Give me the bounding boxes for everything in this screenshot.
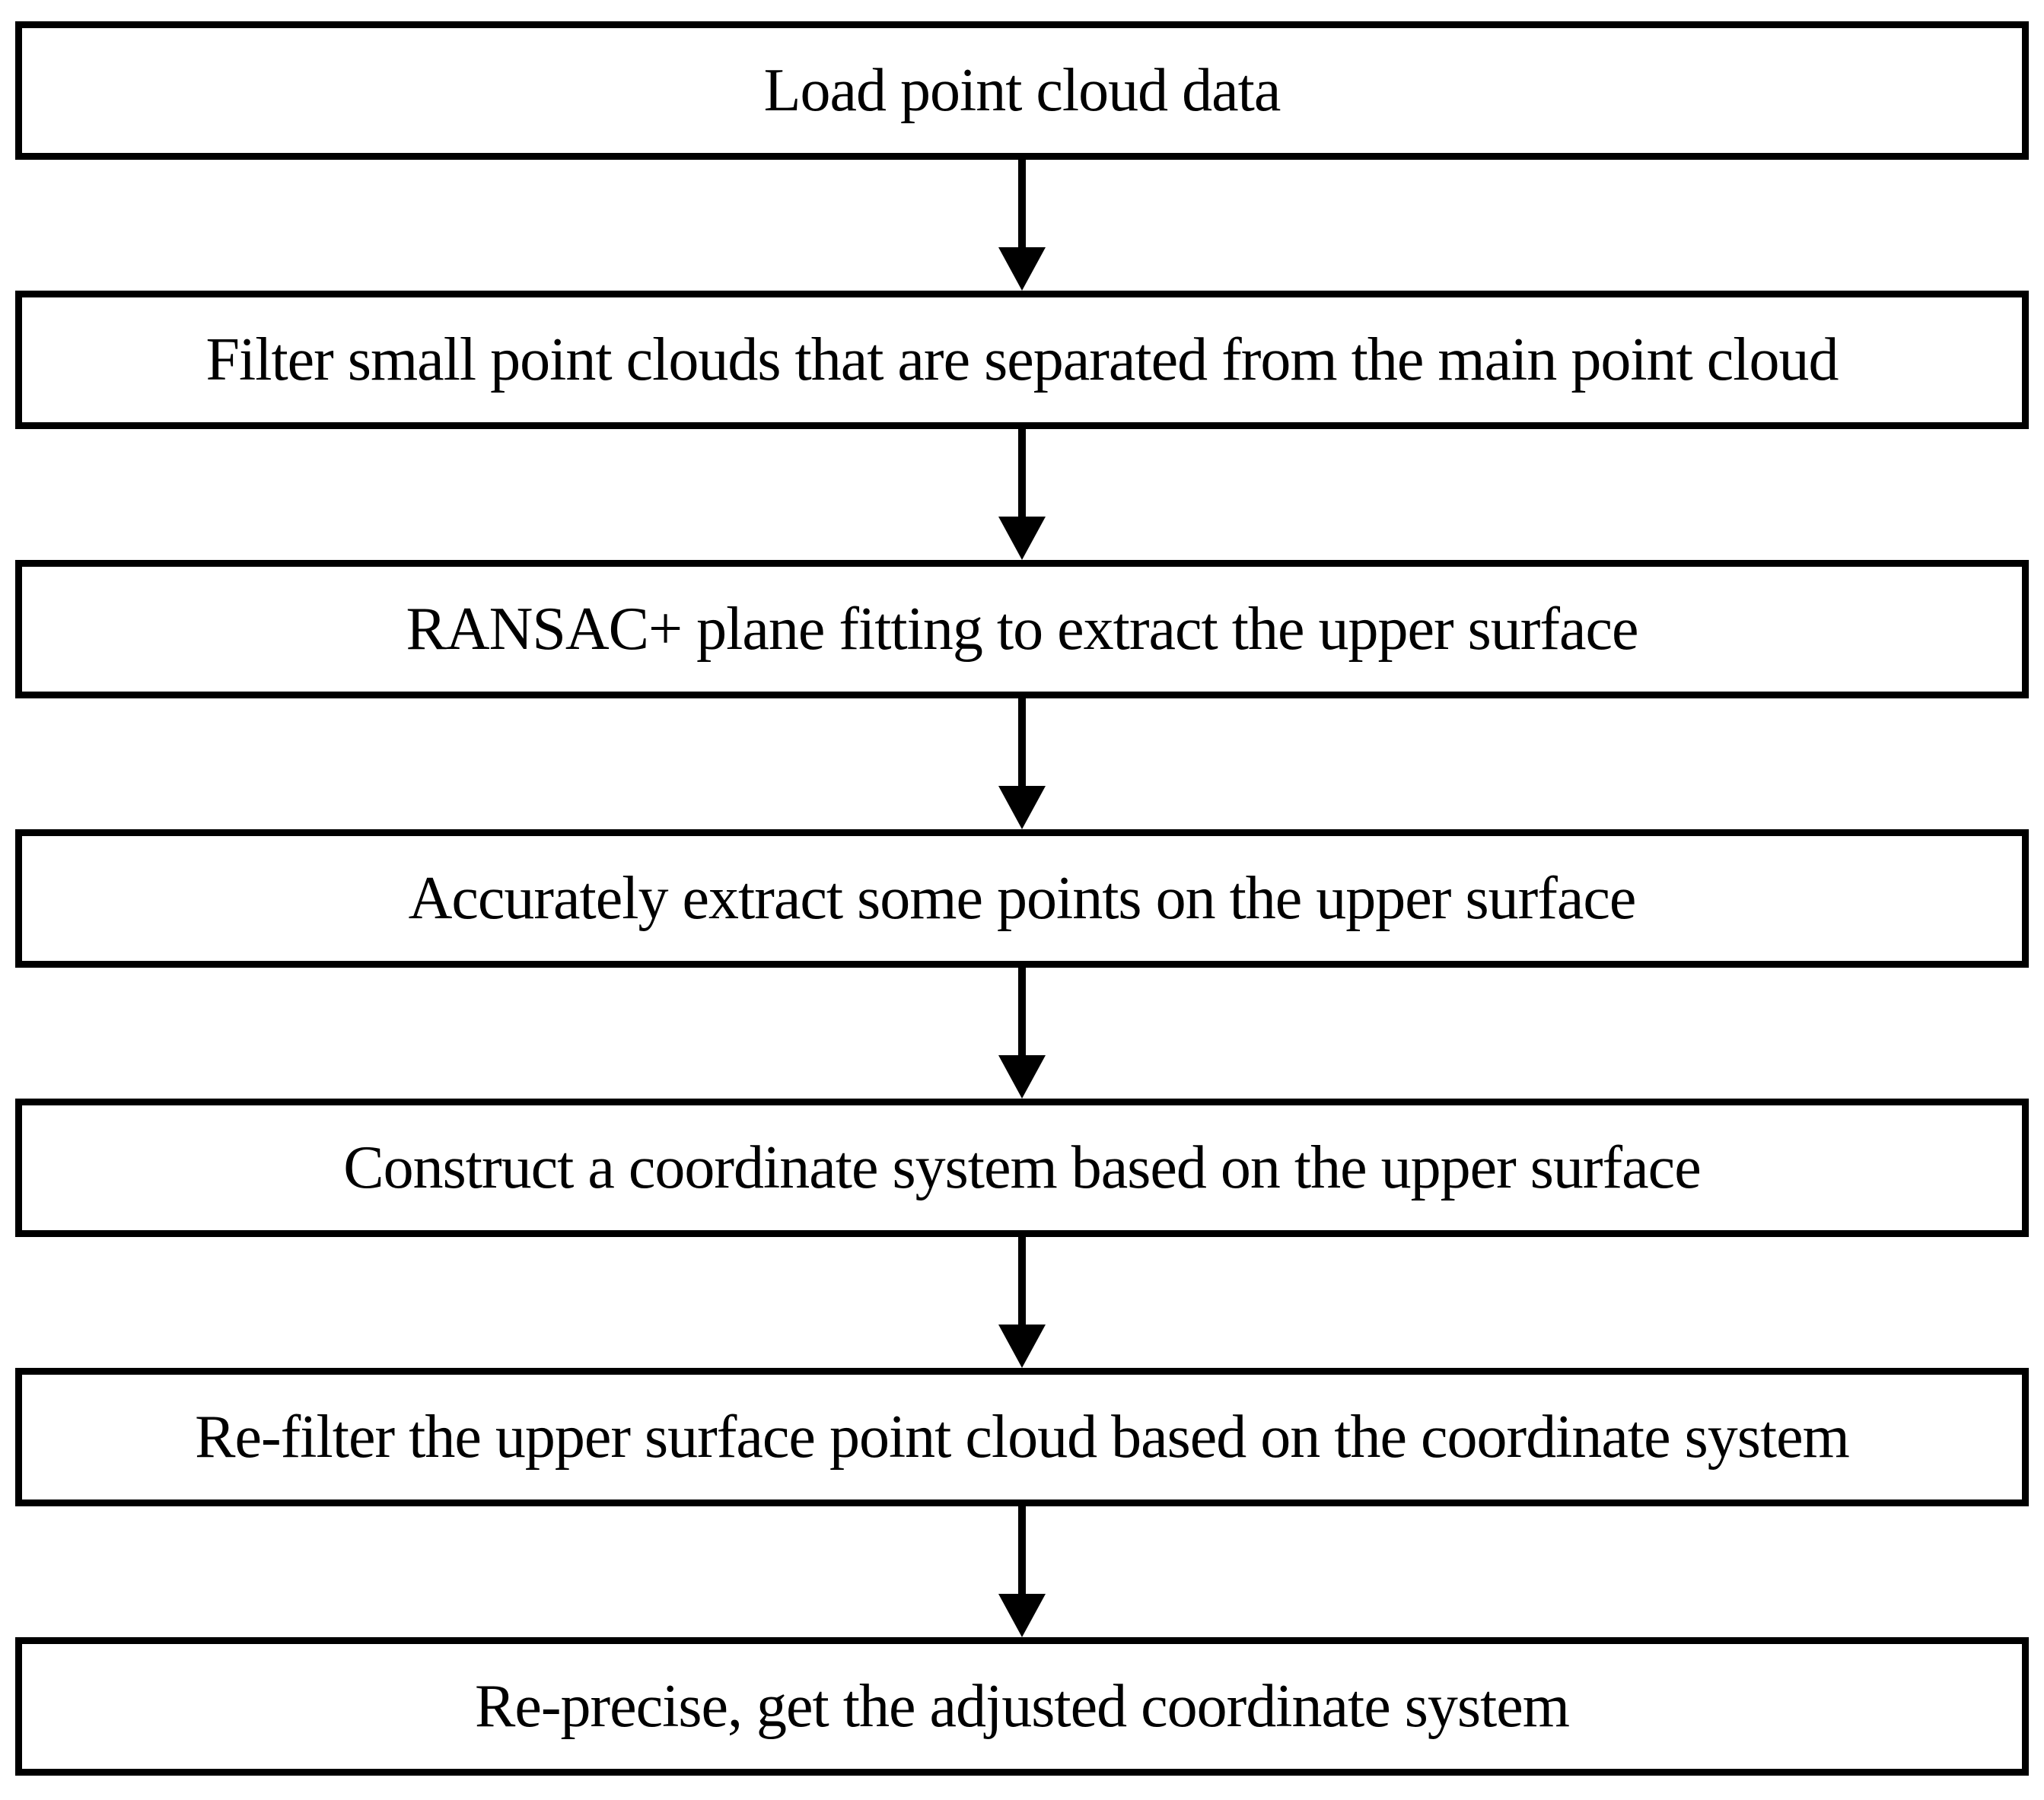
arrow-head [998,517,1046,560]
arrow-stem [1018,429,1026,517]
arrow-down-icon [0,429,2044,560]
arrow-stem [1018,1237,1026,1325]
arrow-head [998,247,1046,291]
arrow-head [998,1325,1046,1368]
flow-step-extract-points: Accurately extract some points on the up… [15,829,2029,968]
flow-step-label: Re-filter the upper surface point cloud … [195,1404,1850,1471]
flow-step-label: Re-precise, get the adjusted coordinate … [475,1673,1570,1740]
arrow-stem [1018,968,1026,1055]
arrow-down-icon [0,698,2044,829]
flow-step-filter-small-clouds: Filter small point clouds that are separ… [15,291,2029,429]
flow-step-label: RANSAC+ plane fitting to extract the upp… [406,596,1638,663]
flow-step-ransac-plane-fitting: RANSAC+ plane fitting to extract the upp… [15,560,2029,698]
arrow-head [998,1055,1046,1099]
arrow-down-icon [0,160,2044,291]
arrow-stem [1018,160,1026,247]
arrow-head [998,1594,1046,1637]
arrow-stem [1018,1506,1026,1594]
flow-step-construct-coordinate-system: Construct a coordinate system based on t… [15,1099,2029,1237]
arrow-stem [1018,698,1026,786]
arrow-down-icon [0,1506,2044,1637]
flow-step-label: Filter small point clouds that are separ… [205,326,1839,393]
arrow-head [998,786,1046,829]
flow-step-label: Accurately extract some points on the up… [408,865,1637,932]
flow-step-reprecise-coordinate-system: Re-precise, get the adjusted coordinate … [15,1637,2029,1776]
flow-step-load-data: Load point cloud data [15,21,2029,160]
flow-step-refilter-surface: Re-filter the upper surface point cloud … [15,1368,2029,1506]
flow-step-label: Construct a coordinate system based on t… [343,1134,1701,1201]
flow-step-label: Load point cloud data [763,57,1281,124]
arrow-down-icon [0,968,2044,1099]
arrow-down-icon [0,1237,2044,1368]
